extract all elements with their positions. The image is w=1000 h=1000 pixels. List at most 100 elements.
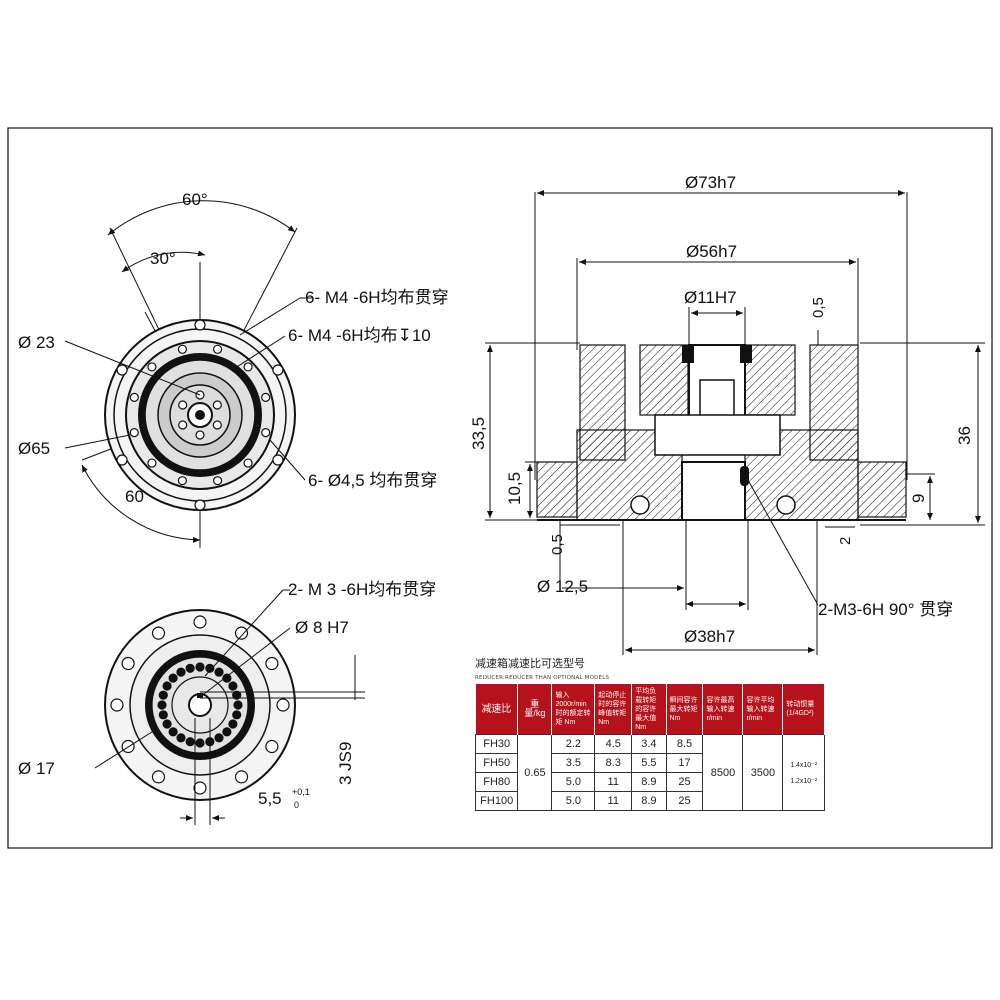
- spec-table: 减速比 重量/kg 输入2000r/min时的额定转矩 Nm 起动停止时的容许峰…: [474, 684, 825, 811]
- bolt-hole: [121, 656, 135, 671]
- cell-moment: 25: [665, 772, 704, 792]
- bolt-hole: [233, 700, 243, 710]
- dia-11-label: Ø11H7: [684, 288, 737, 307]
- dia-56-label: Ø56h7: [686, 242, 737, 261]
- dim-05-bottom: 0,5: [549, 534, 566, 555]
- bolt-hole: [212, 344, 223, 354]
- callout-m4-through: 6- M4 -6H均布贯穿: [305, 288, 449, 307]
- bolt-hole: [193, 615, 207, 629]
- table-header-row: 减速比 重量/kg 输入2000r/min时的额定转矩 Nm 起动停止时的容许峰…: [475, 684, 825, 735]
- bolt-hole: [243, 362, 253, 372]
- cell-model: FH100: [474, 791, 519, 811]
- cell-peak: 11: [594, 791, 633, 811]
- bolt-hole: [129, 427, 139, 438]
- cell-avg: 8.9: [631, 791, 667, 811]
- dia-12-5-label: Ø 12,5: [537, 577, 588, 596]
- dia-23-label: Ø 23: [18, 333, 55, 352]
- header-max-speed: 容许最高输入转速 r/min: [702, 684, 744, 735]
- callout-m4-depth: 6- M4 -6H均布↧10: [288, 326, 431, 345]
- bolt-hole: [176, 667, 186, 677]
- bolt-hole: [243, 458, 253, 468]
- angle-30: 30°: [150, 249, 176, 268]
- bolt-hole: [272, 364, 284, 376]
- cell-peak: 8.3: [594, 753, 633, 773]
- spec-table-title: 减速箱减速比可选型号: [475, 657, 585, 670]
- bolt-hole: [158, 690, 168, 700]
- bolt-hole: [185, 737, 195, 747]
- bolt-hole: [168, 727, 178, 737]
- header-moment-torque: 瞬间容许最大转矩 Nm: [666, 684, 704, 735]
- bolt-hole: [147, 362, 157, 372]
- bolt-hole: [178, 420, 188, 430]
- bolt-hole: [168, 673, 178, 683]
- bolt-hole: [194, 319, 206, 331]
- inertia-value-1: 1.4x10⁻²: [790, 761, 818, 769]
- bolt-hole: [212, 420, 222, 430]
- cell-moment: 25: [665, 791, 704, 811]
- bolt-hole: [151, 770, 166, 784]
- tol-upper: +0,1: [292, 787, 310, 797]
- bolt-hole: [195, 738, 205, 748]
- spec-table-subtitle: REDUCER REDUCER THAN OPTIONAL MODELS: [475, 675, 610, 681]
- dim-36: 36: [955, 426, 974, 445]
- header-avg-torque: 平均负载转矩的容许最大值 Nm: [631, 684, 667, 735]
- bolt-hole: [261, 427, 271, 438]
- tol-lower: 0: [294, 800, 299, 810]
- cell-avg-speed: 3500: [742, 734, 784, 811]
- bolt-hole: [195, 430, 205, 440]
- cell-rated: 2.2: [551, 734, 596, 754]
- dia-8-label: Ø 8 H7: [295, 618, 349, 637]
- bolt-hole: [265, 739, 279, 754]
- table-row: FH100 5.0 11 8.9 25: [474, 791, 825, 811]
- cell-weight: 0.65: [517, 734, 553, 811]
- dim-9: 9: [909, 494, 928, 503]
- bolt-hole: [162, 719, 172, 729]
- bolt-hole: [228, 719, 238, 729]
- bolt-hole: [222, 727, 232, 737]
- cell-peak: 4.5: [594, 734, 633, 754]
- dia-38-label: Ø38h7: [684, 627, 735, 646]
- cell-model: FH80: [474, 772, 519, 792]
- cell-rated: 5.0: [551, 791, 596, 811]
- cell-rated: 3.5: [551, 753, 596, 773]
- bolt-hole: [228, 681, 238, 691]
- cell-avg: 5.5: [631, 753, 667, 773]
- bolt-hole: [151, 626, 166, 640]
- dim-05-top: 0,5: [810, 297, 827, 318]
- inertia-value-2: 1.2x10⁻²: [790, 777, 818, 785]
- dia-73-label: Ø73h7: [685, 173, 736, 192]
- bolt-hole: [147, 458, 157, 468]
- table-row: FH50 3.5 8.3 5.5 17: [474, 753, 825, 773]
- bolt-hole: [212, 400, 222, 410]
- table-row: FH80 5.0 11 8.9 25: [474, 772, 825, 792]
- header-ratio: 减速比: [475, 684, 519, 735]
- header-weight: 重量/kg: [517, 684, 553, 735]
- bolt-hole: [157, 700, 167, 710]
- bolt-hole: [195, 662, 205, 672]
- header-inertia: 转动惯量 (1/4GD²): [782, 684, 825, 735]
- cell-max-speed: 8500: [702, 734, 744, 811]
- bolt-hole: [276, 698, 290, 712]
- bolt-hole: [194, 499, 206, 511]
- callout-dia45: 6- Ø4,5 均布贯穿: [308, 471, 437, 490]
- cell-moment: 17: [665, 753, 704, 773]
- bolt-hole: [212, 476, 223, 486]
- bolt-hole: [232, 690, 242, 700]
- bolt-hole: [177, 344, 188, 354]
- header-rated-torque: 输入2000r/min时的额定转矩 Nm: [551, 684, 596, 735]
- bolt-hole: [265, 656, 279, 671]
- dia-65-label: Ø65: [18, 439, 50, 458]
- bolt-hole: [214, 733, 224, 743]
- cell-peak: 11: [594, 772, 633, 792]
- cell-model: FH50: [474, 753, 519, 773]
- bolt-hole: [185, 663, 195, 673]
- dim-2: 2: [837, 537, 854, 545]
- callout-m3-label: 2- M 3 -6H均布贯穿: [288, 580, 436, 599]
- cell-inertia: 1.4x10⁻² 1.2x10⁻²: [782, 734, 825, 811]
- bolt-hole: [232, 710, 242, 720]
- cell-avg: 3.4: [631, 734, 667, 754]
- dia-17-label: Ø 17: [18, 759, 55, 778]
- cell-rated: 5.0: [551, 772, 596, 792]
- side-section-view: Ø73h7 Ø56h7 Ø11H7 0,5 33,5 36 10,5 12 9 …: [469, 173, 985, 655]
